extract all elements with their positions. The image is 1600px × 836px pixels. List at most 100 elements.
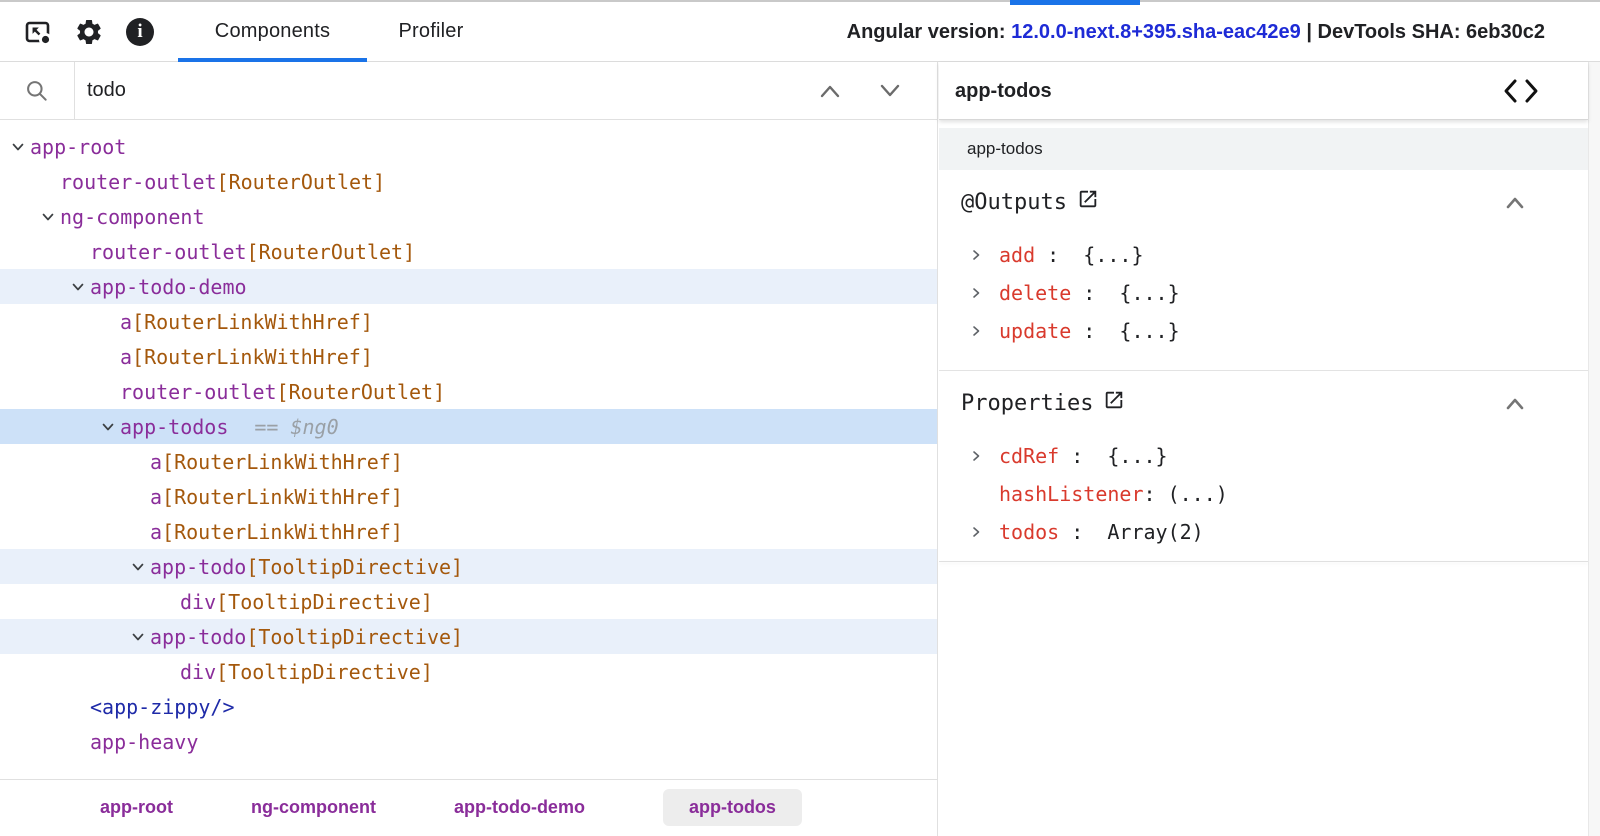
tree-row[interactable]: app-heavy <box>0 724 937 759</box>
tab-components[interactable]: Components <box>214 20 331 42</box>
expand-spacer <box>70 734 90 750</box>
expand-property-icon[interactable] <box>969 448 999 464</box>
tree-node-name: a <box>120 309 133 334</box>
expand-property-icon[interactable] <box>969 524 999 540</box>
expand-property-icon[interactable] <box>969 323 999 339</box>
element-bar[interactable]: app-todos <box>939 128 1588 170</box>
collapse-section-icon[interactable] <box>1504 193 1526 211</box>
property-separator: : <box>1143 482 1168 506</box>
tree-row[interactable]: div[TooltipDirective] <box>0 584 937 619</box>
inspect-icon[interactable] <box>24 19 52 47</box>
expand-spacer <box>100 314 120 330</box>
property-value: {...} <box>1119 319 1180 343</box>
expand-spacer <box>100 349 120 365</box>
tree-node-directive: [RouterLinkWithHref] <box>162 484 403 509</box>
tree-node-name: app-heavy <box>90 729 199 754</box>
tree-row[interactable]: a[RouterLinkWithHref] <box>0 479 937 514</box>
tree-row[interactable]: router-outlet[RouterOutlet] <box>0 234 937 269</box>
search-input[interactable] <box>76 62 716 119</box>
tree-node-directive: [TooltipDirective] <box>216 659 433 684</box>
section-title: @Outputs <box>961 189 1067 215</box>
tree-row[interactable]: router-outlet[RouterOutlet] <box>0 164 937 199</box>
expand-property-icon[interactable] <box>969 285 999 301</box>
expand-spacer <box>160 594 180 610</box>
tree-row[interactable]: router-outlet[RouterOutlet] <box>0 374 937 409</box>
settings-gear-icon[interactable] <box>74 17 104 47</box>
property-name: todos <box>999 520 1060 544</box>
tree-node-name: router-outlet <box>120 379 277 404</box>
view-source-code-icon[interactable] <box>1502 75 1540 107</box>
expand-chevron-icon[interactable] <box>130 559 150 575</box>
open-in-new-icon[interactable] <box>1077 188 1099 216</box>
property-separator: : <box>1035 243 1084 267</box>
property-separator: : <box>1071 281 1120 305</box>
breadcrumb: app-root ng-component app-todo-demo app-tod… <box>0 779 937 835</box>
tree-row[interactable]: ng-component <box>0 199 937 234</box>
property-value: (...) <box>1167 482 1228 506</box>
tab-profiler[interactable]: Profiler <box>398 20 464 42</box>
property-row[interactable]: delete : {...} <box>939 274 1588 312</box>
tree-row[interactable]: app-root <box>0 129 937 164</box>
tree-node-name: div <box>180 659 217 684</box>
property-row[interactable]: add : {...} <box>939 236 1588 274</box>
card-bottom-border <box>939 561 1588 562</box>
tree-node-name: router-outlet <box>90 239 247 264</box>
tree-node-name: router-outlet <box>60 169 217 194</box>
breadcrumb-item-app-todos[interactable]: app-todos <box>662 789 802 826</box>
tree-node-directive: [TooltipDirective] <box>216 589 433 614</box>
expand-chevron-icon[interactable] <box>10 139 30 155</box>
tree-row[interactable]: app-todos==$ng0 <box>0 409 937 444</box>
expand-chevron-icon[interactable] <box>100 419 120 435</box>
tree-row[interactable]: <app-zippy/> <box>0 689 937 724</box>
topbar: i Components Profiler Angular version: 1… <box>0 2 1600 62</box>
tree-row[interactable]: app-todo-demo <box>0 269 937 304</box>
open-in-new-icon[interactable] <box>1103 389 1125 417</box>
tree-row[interactable]: div[TooltipDirective] <box>0 654 937 689</box>
top-blue-accent <box>1010 0 1140 5</box>
property-row[interactable]: update : {...} <box>939 312 1588 350</box>
tree-row[interactable]: a[RouterLinkWithHref] <box>0 339 937 374</box>
section-header: Properties <box>939 385 1588 421</box>
console-reference-equals: == <box>254 414 279 439</box>
tree-row[interactable]: a[RouterLinkWithHref] <box>0 514 937 549</box>
section-rows: add : {...}delete : {...}update : {...} <box>939 236 1588 350</box>
angular-version-link[interactable]: 12.0.0-next.8+395.sha-eac42e9 <box>1011 20 1301 43</box>
expand-chevron-icon[interactable] <box>40 209 60 225</box>
expand-spacer <box>130 524 150 540</box>
property-row[interactable]: hashListener: (...) <box>939 475 1588 513</box>
tree-node-directive: [RouterOutlet] <box>246 239 416 264</box>
property-name: delete <box>999 281 1072 305</box>
property-separator: : <box>1059 444 1108 468</box>
tree-row[interactable]: app-todo[TooltipDirective] <box>0 549 937 584</box>
version-prefix: Angular version: <box>846 20 1012 43</box>
expand-spacer <box>40 174 60 190</box>
tree-node-directive: [TooltipDirective] <box>246 624 464 649</box>
tree-node-name: a <box>150 449 163 474</box>
tree-row[interactable]: a[RouterLinkWithHref] <box>0 444 937 479</box>
expand-chevron-icon[interactable] <box>70 279 90 295</box>
expand-chevron-icon[interactable] <box>130 629 150 645</box>
expand-spacer <box>160 664 180 680</box>
next-match-icon[interactable] <box>875 76 905 106</box>
tree-row[interactable]: app-todo[TooltipDirective] <box>0 619 937 654</box>
previous-match-icon[interactable] <box>815 76 845 106</box>
tree-node-name: app-root <box>30 134 127 159</box>
breadcrumb-item-app-root[interactable]: app-root <box>100 797 173 817</box>
collapse-section-icon[interactable] <box>1504 394 1526 412</box>
tree-node-directive: [RouterLinkWithHref] <box>132 344 373 369</box>
scrollbar-gutter[interactable] <box>1588 62 1600 836</box>
active-tab-underline <box>178 58 367 62</box>
property-row[interactable]: todos : Array(2) <box>939 513 1588 551</box>
breadcrumb-item-ng-component[interactable]: ng-component <box>250 797 376 817</box>
property-row[interactable]: cdRef : {...} <box>939 437 1588 475</box>
expand-property-icon[interactable] <box>969 247 999 263</box>
info-icon[interactable]: i <box>126 18 154 46</box>
breadcrumb-item-app-todo-demo[interactable]: app-todo-demo <box>453 797 585 817</box>
property-value: Array(2) <box>1107 520 1204 544</box>
tree-row[interactable]: a[RouterLinkWithHref] <box>0 304 937 339</box>
expand-spacer <box>130 489 150 505</box>
property-name: cdRef <box>999 444 1060 468</box>
